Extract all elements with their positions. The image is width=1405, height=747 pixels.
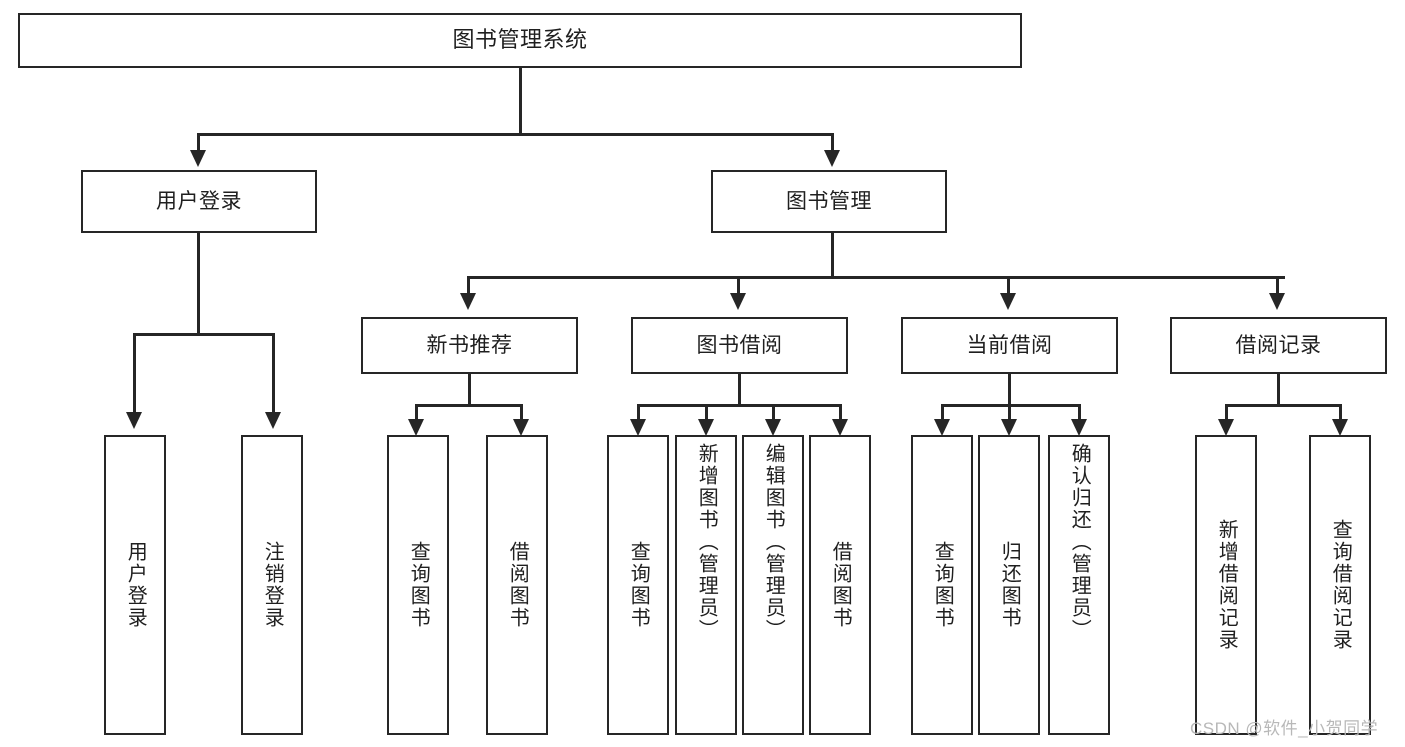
leaf-record-2-label: 查询借阅记录 <box>1329 519 1352 651</box>
connector-new-book-rec-bus <box>415 404 523 407</box>
leaf-borrow-1[interactable]: 查询图书 <box>607 435 669 735</box>
leaf-user-login-1[interactable]: 用户登录 <box>104 435 166 735</box>
connector-drop-current-1 <box>941 404 944 422</box>
node-book-borrow[interactable]: 图书借阅 <box>631 317 848 374</box>
connector-drop-book-manage <box>831 133 834 153</box>
arrow-down-icon-leaf-user-login-1 <box>126 412 142 429</box>
leaf-current-2-label: 归还图书 <box>998 541 1021 629</box>
connector-drop-user-login <box>197 133 200 153</box>
connector-drop-current-2 <box>1008 404 1011 422</box>
node-borrow-record[interactable]: 借阅记录 <box>1170 317 1387 374</box>
leaf-borrow-1-label: 查询图书 <box>627 541 650 629</box>
connector-book-borrow-stem <box>738 374 741 406</box>
leaf-record-1[interactable]: 新增借阅记录 <box>1195 435 1257 735</box>
connector-borrow-record-stem <box>1277 374 1280 406</box>
node-user-login-label: 用户登录 <box>156 189 242 213</box>
arrow-down-icon-user-login <box>190 150 206 167</box>
connector-drop-new-book-2 <box>520 404 523 422</box>
node-user-login[interactable]: 用户登录 <box>81 170 317 233</box>
connector-drop-book-borrow <box>737 276 740 296</box>
node-book-manage[interactable]: 图书管理 <box>711 170 947 233</box>
arrow-down-icon-leaf-borrow-2 <box>698 419 714 436</box>
connector-current-borrow-stem <box>1008 374 1011 406</box>
leaf-borrow-3[interactable]: 编辑图书（管理员） <box>742 435 804 735</box>
leaf-user-login-1-label: 用户登录 <box>124 541 147 629</box>
node-borrow-record-label: 借阅记录 <box>1235 333 1322 357</box>
connector-book-manage-stem <box>831 233 834 278</box>
connector-drop-current-borrow <box>1007 276 1010 296</box>
leaf-current-1-label: 查询图书 <box>931 541 954 629</box>
node-current-borrow-label: 当前借阅 <box>966 333 1053 357</box>
connector-drop-user-login-2 <box>272 333 275 415</box>
connector-drop-record-2 <box>1339 404 1342 422</box>
leaf-user-login-2[interactable]: 注销登录 <box>241 435 303 735</box>
leaf-new-book-1[interactable]: 查询图书 <box>387 435 449 735</box>
arrow-down-icon-leaf-current-1 <box>934 419 950 436</box>
arrow-down-icon-new-book-rec <box>460 293 476 310</box>
node-book-manage-label: 图书管理 <box>786 189 872 213</box>
connector-user-login-bus <box>133 333 275 336</box>
connector-drop-borrow-record <box>1276 276 1279 296</box>
connector-drop-borrow-2 <box>705 404 708 422</box>
connector-drop-borrow-1 <box>637 404 640 422</box>
leaf-borrow-3-label: 编辑图书（管理员） <box>762 443 785 641</box>
connector-book-manage-bus <box>467 276 1285 279</box>
connector-drop-new-book-rec <box>467 276 470 296</box>
connector-user-login-stem <box>197 233 200 335</box>
arrow-down-icon-leaf-record-1 <box>1218 419 1234 436</box>
node-new-book-rec-label: 新书推荐 <box>426 333 513 357</box>
connector-drop-current-3 <box>1078 404 1081 422</box>
connector-drop-new-book-1 <box>415 404 418 422</box>
connector-root-stem <box>519 68 522 135</box>
node-root-system[interactable]: 图书管理系统 <box>18 13 1022 68</box>
node-new-book-rec[interactable]: 新书推荐 <box>361 317 578 374</box>
arrow-down-icon-book-manage <box>824 150 840 167</box>
leaf-new-book-2[interactable]: 借阅图书 <box>486 435 548 735</box>
node-current-borrow[interactable]: 当前借阅 <box>901 317 1118 374</box>
connector-drop-record-1 <box>1225 404 1228 422</box>
leaf-borrow-2-label: 新增图书（管理员） <box>695 443 718 641</box>
node-root-label: 图书管理系统 <box>452 27 588 53</box>
leaf-borrow-4[interactable]: 借阅图书 <box>809 435 871 735</box>
node-book-borrow-label: 图书借阅 <box>696 333 783 357</box>
arrow-down-icon-leaf-borrow-4 <box>832 419 848 436</box>
leaf-current-3-label: 确认归还（管理员） <box>1068 443 1091 641</box>
leaf-borrow-4-label: 借阅图书 <box>829 541 852 629</box>
connector-current-borrow-bus <box>941 404 1081 407</box>
connector-new-book-rec-stem <box>468 374 471 406</box>
leaf-current-2[interactable]: 归还图书 <box>978 435 1040 735</box>
arrow-down-icon-book-borrow <box>730 293 746 310</box>
arrow-down-icon-leaf-borrow-1 <box>630 419 646 436</box>
leaf-record-1-label: 新增借阅记录 <box>1215 519 1238 651</box>
connector-drop-borrow-3 <box>772 404 775 422</box>
leaf-user-login-2-label: 注销登录 <box>261 541 284 629</box>
connector-root-bus <box>197 133 834 136</box>
arrow-down-icon-borrow-record <box>1269 293 1285 310</box>
arrow-down-icon-leaf-borrow-3 <box>765 419 781 436</box>
csdn-watermark: CSDN @软件_小贺同学 <box>1190 719 1379 738</box>
arrow-down-icon-leaf-current-3 <box>1071 419 1087 436</box>
arrow-down-icon-leaf-new-book-2 <box>513 419 529 436</box>
leaf-current-1[interactable]: 查询图书 <box>911 435 973 735</box>
arrow-down-icon-leaf-current-2 <box>1001 419 1017 436</box>
connector-drop-user-login-1 <box>133 333 136 415</box>
connector-borrow-record-bus <box>1225 404 1342 407</box>
connector-drop-borrow-4 <box>839 404 842 422</box>
arrow-down-icon-leaf-new-book-1 <box>408 419 424 436</box>
arrow-down-icon-current-borrow <box>1000 293 1016 310</box>
connector-book-borrow-bus <box>637 404 842 407</box>
arrow-down-icon-leaf-user-login-2 <box>265 412 281 429</box>
leaf-current-3[interactable]: 确认归还（管理员） <box>1048 435 1110 735</box>
leaf-new-book-1-label: 查询图书 <box>407 541 430 629</box>
arrow-down-icon-leaf-record-2 <box>1332 419 1348 436</box>
leaf-borrow-2[interactable]: 新增图书（管理员） <box>675 435 737 735</box>
leaf-record-2[interactable]: 查询借阅记录 <box>1309 435 1371 735</box>
leaf-new-book-2-label: 借阅图书 <box>506 541 529 629</box>
